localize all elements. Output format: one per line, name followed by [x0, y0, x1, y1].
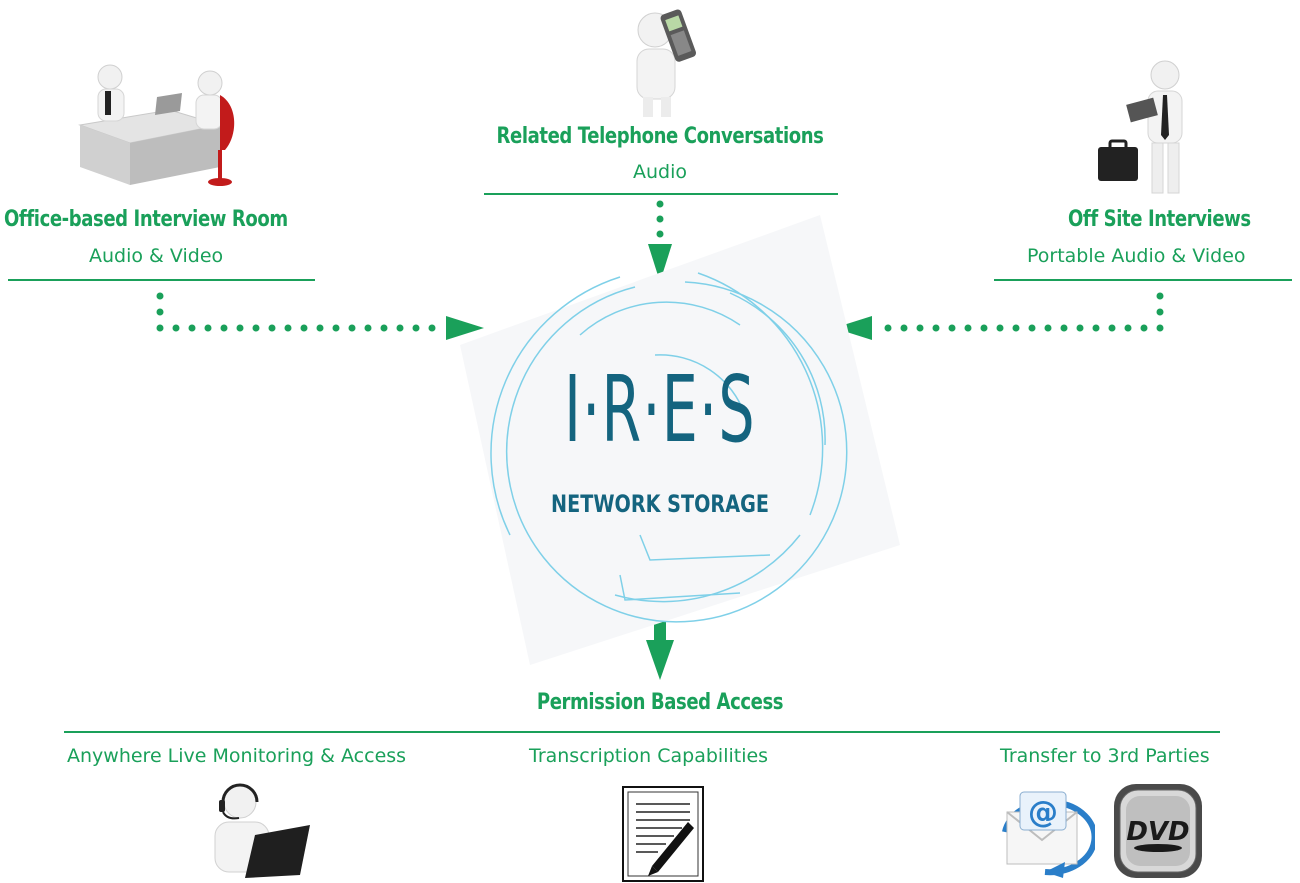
svg-text:@: @	[1028, 795, 1058, 830]
offsite-arrowhead	[834, 316, 872, 340]
access-arrowhead	[646, 640, 674, 680]
access-title: Permission Based Access	[536, 690, 784, 715]
office-source-title: Office-based Interview Room	[4, 207, 288, 232]
telephone-source-title: Related Telephone Conversations	[496, 124, 824, 149]
office-source-rule	[8, 279, 315, 281]
office-source-subtitle: Audio & Video	[89, 245, 224, 267]
telephone-illustration	[636, 9, 697, 117]
telephone-arrowhead	[648, 244, 672, 282]
office-connector-dots	[156, 292, 436, 332]
access-item-label: Transcription Capabilities	[529, 745, 769, 767]
ires-hub-graphic	[460, 215, 900, 665]
svg-text:DVD: DVD	[1126, 817, 1189, 847]
offsite-source-title: Off Site Interviews	[1068, 207, 1251, 232]
telephone-connector-dots	[656, 200, 664, 238]
access-item-label: Anywhere Live Monitoring & Access	[67, 745, 407, 767]
offsite-source-rule	[994, 279, 1292, 281]
access-rule	[64, 731, 1220, 733]
ires-logo-letters: I·R·E·S	[564, 356, 756, 463]
telephone-source-rule	[484, 193, 838, 195]
dvd-icon: DVD	[1114, 784, 1202, 878]
office-arrowhead	[446, 316, 484, 340]
headset-person-laptop-icon	[214, 783, 310, 878]
telephone-source-subtitle: Audio	[632, 161, 687, 183]
office-interview-illustration	[78, 64, 235, 186]
email-icon: @	[1002, 791, 1095, 878]
document-pen-icon	[622, 786, 704, 882]
access-item-label: Transfer to 3rd Parties	[1000, 745, 1210, 767]
offsite-connector-dots	[884, 292, 1164, 332]
offsite-illustration	[1098, 60, 1183, 194]
offsite-source-subtitle: Portable Audio & Video	[1027, 245, 1246, 267]
ires-network-storage-label: NETWORK STORAGE	[551, 490, 769, 518]
